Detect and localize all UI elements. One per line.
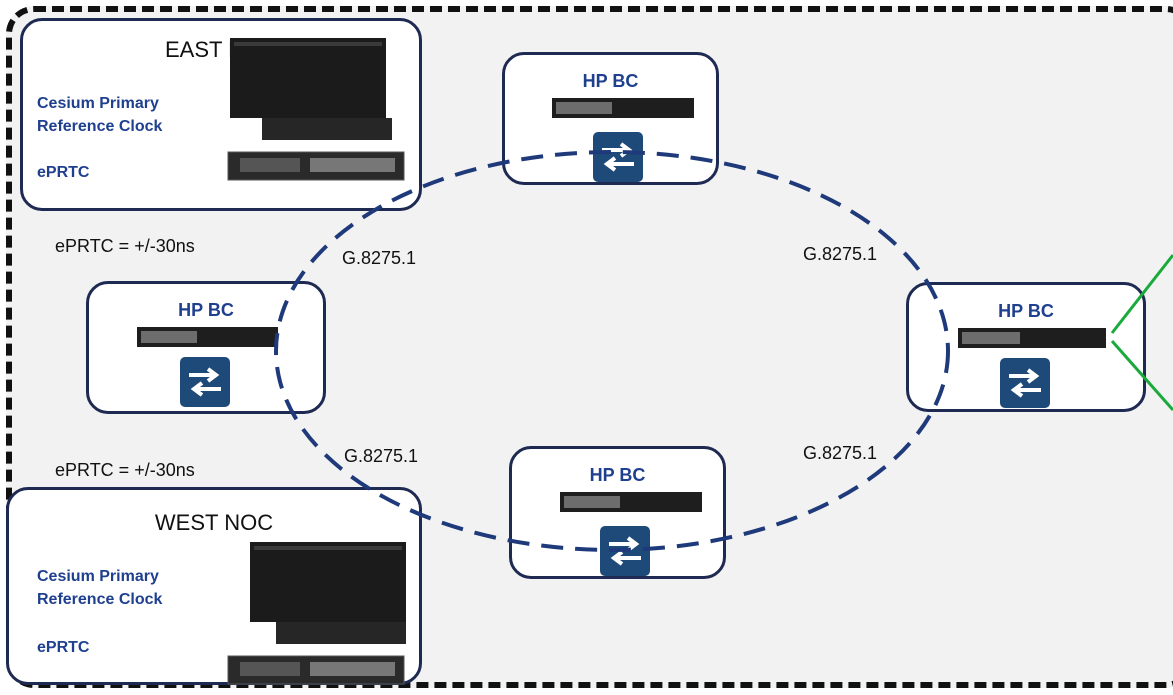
east-clock-label-1: Cesium Primary (37, 95, 159, 112)
west-clock-label-1: Cesium Primary (37, 568, 159, 585)
eprtc-accuracy-east: ePRTC = +/-30ns (55, 236, 195, 256)
switch-icon-left (180, 357, 230, 407)
switch-icon-top (593, 132, 643, 182)
router-icon-top (552, 98, 694, 118)
west-eprtc-label: ePRTC (37, 639, 90, 656)
router-icon-bottom (560, 492, 702, 512)
hp-bc-label-left: HP BC (178, 300, 234, 320)
eprtc-device-icon-east (227, 38, 405, 181)
eprtc-device-icon-west (227, 542, 406, 685)
green-link-lower (1110, 340, 1173, 411)
switch-icon-right (1000, 358, 1050, 408)
link-label-top-left: G.8275.1 (342, 248, 417, 268)
hp-bc-label-right: HP BC (998, 301, 1054, 321)
link-label-bottom-right: G.8275.1 (803, 443, 878, 463)
eprtc-accuracy-west: ePRTC = +/-30ns (55, 460, 195, 480)
link-label-bottom-left: G.8275.1 (344, 446, 419, 466)
west-noc-title: WEST NOC (154, 510, 274, 535)
east-eprtc-label: ePRTC (37, 164, 90, 181)
east-clock-label-2: Reference Clock (37, 118, 163, 135)
hp-bc-label-bottom: HP BC (589, 465, 646, 485)
link-label-top-right: G.8275.1 (803, 244, 878, 264)
g8275-ring (274, 150, 950, 552)
router-icon-right (958, 328, 1106, 348)
router-icon-left (137, 327, 278, 347)
green-link-upper (1110, 254, 1173, 334)
hp-bc-label-top: HP BC (582, 71, 639, 91)
west-clock-label-2: Reference Clock (37, 591, 163, 608)
